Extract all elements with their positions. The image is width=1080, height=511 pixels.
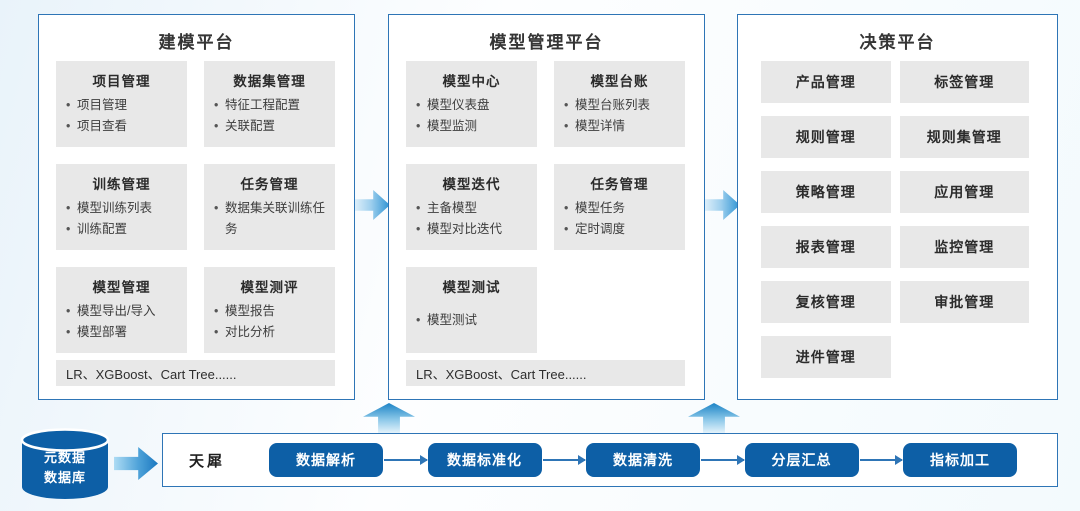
up-arrow-icon (688, 403, 740, 433)
card-item: 模型训练列表 (63, 198, 180, 220)
card-title: 任务管理 (240, 177, 299, 192)
card-item: 数据集关联训练任务 (211, 198, 328, 241)
card-title: 训练管理 (92, 177, 151, 192)
step-metric-processing: 指标加工 (903, 443, 1018, 477)
button-label-management: 标签管理 (899, 61, 1029, 103)
algorithms-bar: LR、XGBoost、Cart Tree...... (406, 360, 685, 386)
modeling-cards-grid: 项目管理 项目管理 项目查看 数据集管理 特征工程配置 关联配置 训练管理 模型… (56, 61, 335, 353)
button-intake-management: 进件管理 (761, 336, 891, 378)
model-management-cards-grid: 模型中心 模型仪表盘 模型监测 模型台账 模型台账列表 模型详情 模型迭代 主备… (406, 61, 685, 353)
card-item: 模型报告 (211, 301, 328, 323)
panel-title: 建模平台 (158, 33, 235, 52)
card-item: 项目管理 (63, 95, 180, 117)
pipeline-label: 天犀 (189, 452, 226, 470)
card-model-testing: 模型测试 模型测试 (406, 267, 537, 353)
card-model-evaluation: 模型测评 模型报告 对比分析 (204, 267, 335, 353)
card-task-management: 任务管理 模型任务 定时调度 (554, 164, 685, 250)
card-item: 项目查看 (63, 116, 180, 138)
card-item: 训练配置 (63, 219, 180, 241)
card-item: 模型部署 (63, 322, 180, 344)
card-title: 模型中心 (442, 74, 501, 89)
step-data-parsing: 数据解析 (269, 443, 384, 477)
flow-arrow-icon (114, 447, 158, 480)
database-cylinder-icon (20, 428, 110, 499)
data-pipeline-box: 天犀 数据解析 数据标准化 数据清洗 分层汇总 指标加工 (162, 433, 1058, 487)
connector-arrow-icon (859, 455, 903, 464)
button-strategy-management: 策略管理 (761, 171, 891, 213)
button-approval-management: 审批管理 (899, 281, 1029, 323)
card-model-management: 模型管理 模型导出/导入 模型部署 (56, 267, 187, 353)
step-data-cleaning: 数据清洗 (586, 443, 701, 477)
card-title: 数据集管理 (233, 74, 306, 89)
card-item: 模型导出/导入 (63, 301, 180, 323)
card-item: 模型对比迭代 (413, 219, 530, 241)
connector-arrow-icon (701, 455, 745, 464)
decision-buttons-grid: 产品管理 标签管理 规则管理 规则集管理 策略管理 应用管理 报表管理 监控管理… (761, 61, 1029, 378)
card-model-center: 模型中心 模型仪表盘 模型监测 (406, 61, 537, 147)
card-item: 模型监测 (413, 116, 530, 138)
right-arrow-icon (355, 190, 390, 220)
algorithms-bar: LR、XGBoost、Cart Tree...... (56, 360, 335, 386)
step-data-standardization: 数据标准化 (427, 443, 542, 477)
button-review-management: 复核管理 (761, 281, 891, 323)
card-model-iteration: 模型迭代 主备模型 模型对比迭代 (406, 164, 537, 250)
button-rule-management: 规则管理 (761, 116, 891, 158)
step-layered-aggregation: 分层汇总 (744, 443, 859, 477)
right-arrow-icon (705, 190, 740, 220)
panel-modeling-platform: 建模平台 项目管理 项目管理 项目查看 数据集管理 特征工程配置 关联配置 训练… (38, 14, 355, 400)
database-label: 元数据 数据库 (43, 450, 86, 485)
card-item: 定时调度 (561, 219, 678, 241)
card-title: 模型测试 (442, 280, 501, 295)
panel-title: 模型管理平台 (489, 33, 604, 52)
card-title: 模型台账 (590, 74, 649, 89)
card-title: 项目管理 (92, 74, 151, 89)
card-item: 关联配置 (211, 116, 328, 138)
metadata-database: 元数据 数据库 (20, 428, 110, 501)
card-dataset-management: 数据集管理 特征工程配置 关联配置 (204, 61, 335, 147)
connector-arrow-icon (542, 455, 586, 464)
card-title: 模型管理 (92, 280, 151, 295)
panel-decision-platform: 决策平台 产品管理 标签管理 规则管理 规则集管理 策略管理 应用管理 报表管理… (737, 14, 1058, 400)
button-product-management: 产品管理 (761, 61, 891, 103)
button-report-management: 报表管理 (761, 226, 891, 268)
card-title: 模型测评 (240, 280, 299, 295)
card-title: 任务管理 (590, 177, 649, 192)
card-item: 特征工程配置 (211, 95, 328, 117)
card-item: 主备模型 (413, 198, 530, 220)
card-project-management: 项目管理 项目管理 项目查看 (56, 61, 187, 147)
card-title: 模型迭代 (442, 177, 501, 192)
card-item: 模型任务 (561, 198, 678, 220)
card-item: 模型详情 (561, 116, 678, 138)
button-monitoring-management: 监控管理 (899, 226, 1029, 268)
connector-arrow-icon (384, 455, 428, 464)
card-item: 模型测试 (413, 310, 530, 332)
panel-title: 决策平台 (859, 33, 936, 52)
card-item: 对比分析 (211, 322, 328, 344)
panel-model-management-platform: 模型管理平台 模型中心 模型仪表盘 模型监测 模型台账 模型台账列表 模型详情 … (388, 14, 705, 400)
button-ruleset-management: 规则集管理 (899, 116, 1029, 158)
card-item: 模型仪表盘 (413, 95, 530, 117)
card-training-management: 训练管理 模型训练列表 训练配置 (56, 164, 187, 250)
card-model-ledger: 模型台账 模型台账列表 模型详情 (554, 61, 685, 147)
up-arrow-icon (363, 403, 415, 433)
button-application-management: 应用管理 (899, 171, 1029, 213)
card-item: 模型台账列表 (561, 95, 678, 117)
card-task-management: 任务管理 数据集关联训练任务 (204, 164, 335, 250)
